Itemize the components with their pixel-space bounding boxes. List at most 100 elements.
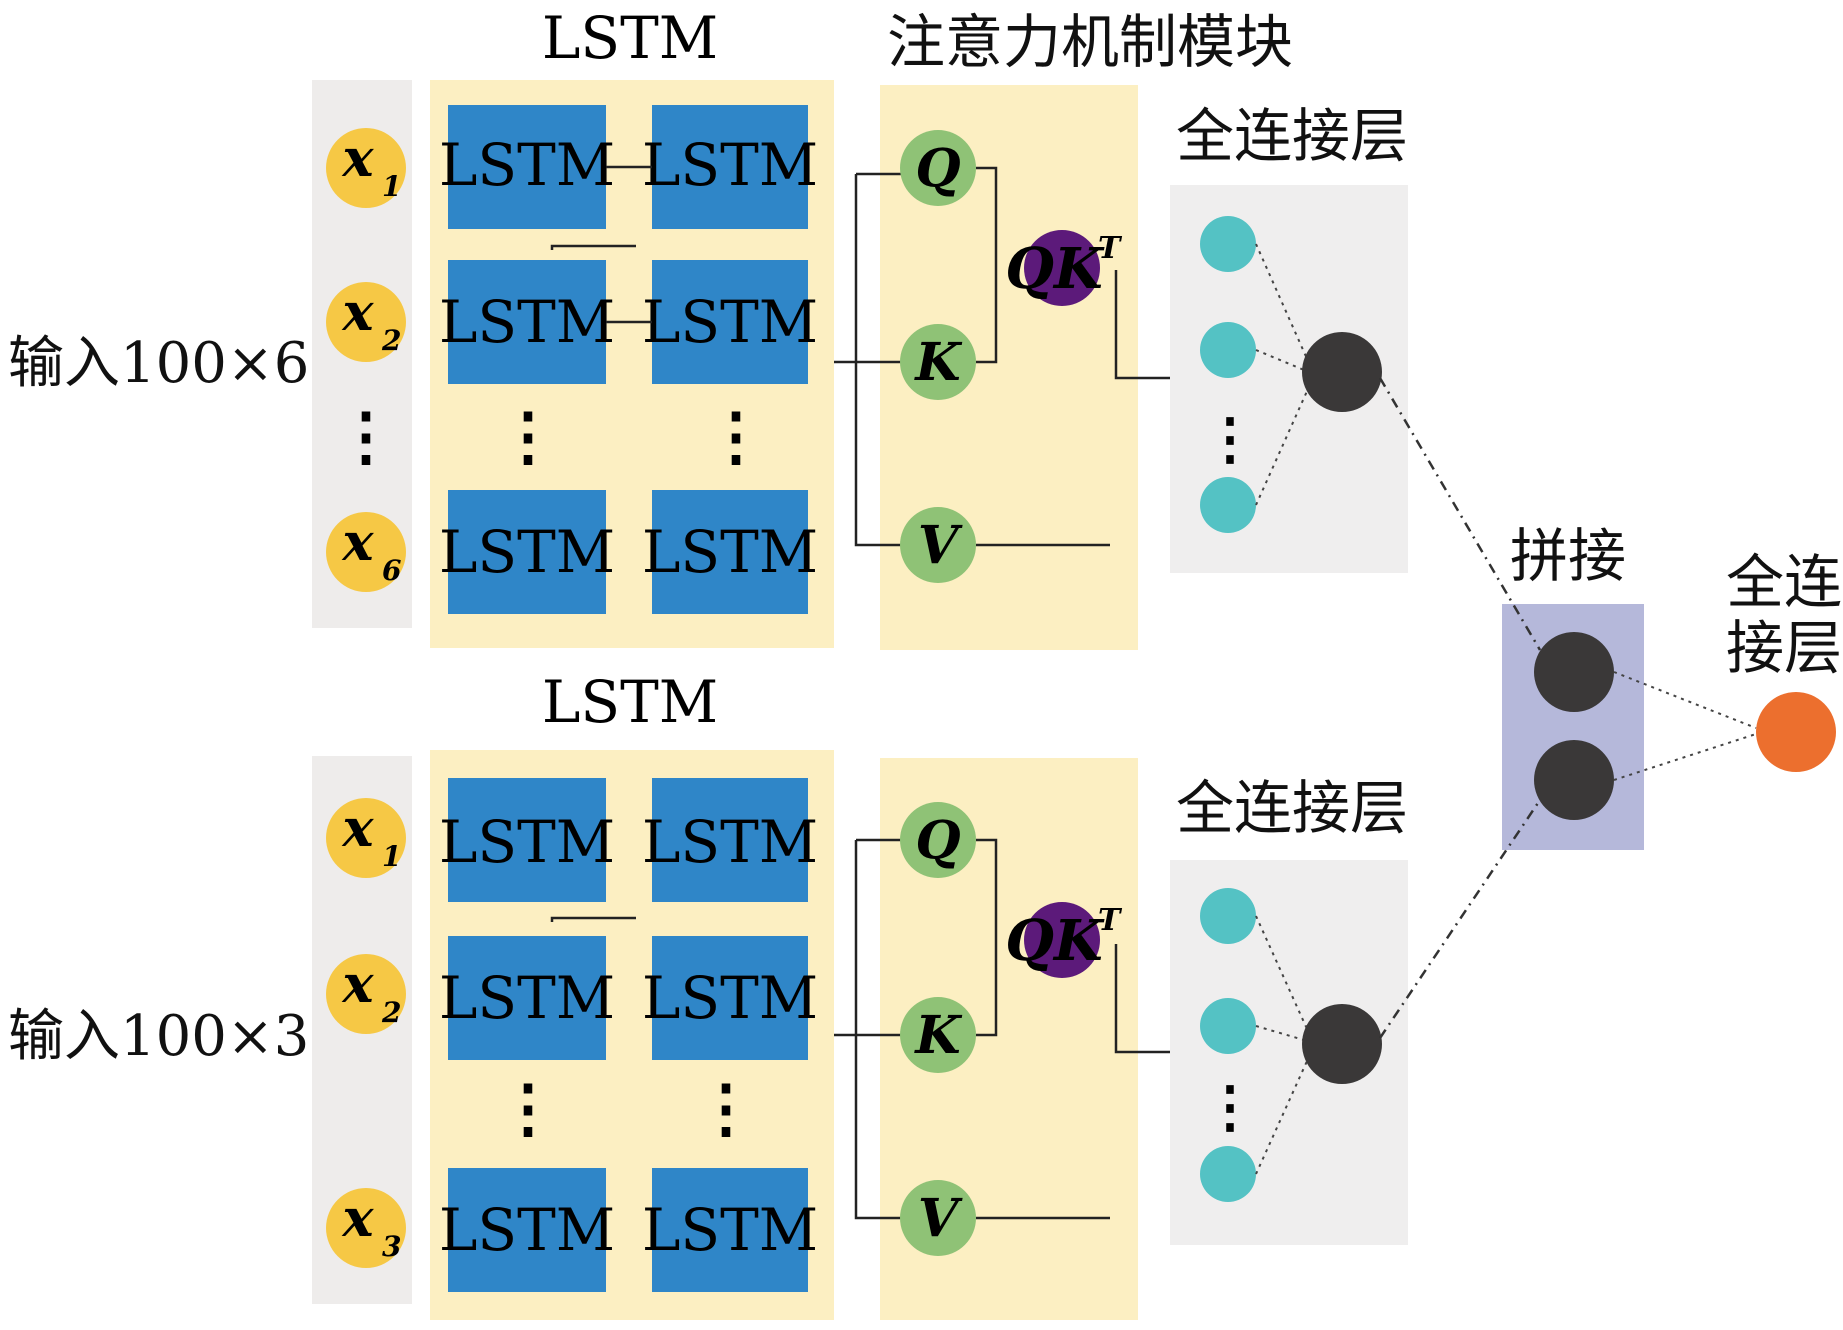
lstm-cell — [448, 778, 606, 902]
fc-edge — [1255, 1049, 1313, 1175]
lstm-title-bottom: LSTM — [542, 668, 718, 736]
input-node: x 2 — [326, 954, 406, 1034]
input-subscript: 2 — [381, 996, 401, 1029]
branch-top: x 1 x 2 ⋮ x 6 LSTM LSTM LSTM LSTM LSTM L… — [312, 80, 1408, 650]
lstm-cell-label: LSTM — [439, 808, 615, 876]
lstm-cell-label: LSTM — [439, 288, 615, 356]
qk-bracket — [976, 838, 998, 1037]
input-subscript: 2 — [381, 324, 401, 357]
v-label: V — [918, 1188, 963, 1249]
qk-node: QK T — [1005, 230, 1123, 306]
final-fc-label-line2: 接层 — [1726, 614, 1842, 682]
lstm-cell — [448, 105, 606, 229]
concat-label: 拼接 — [1510, 522, 1626, 590]
input-subscript: 1 — [382, 840, 401, 873]
k-label: K — [913, 332, 962, 393]
fc-node — [1200, 322, 1256, 378]
lstm-cell — [652, 1168, 808, 1292]
connector-line — [1114, 270, 1170, 380]
lstm-cell-label: LSTM — [439, 1196, 615, 1264]
concat-node — [1534, 632, 1614, 712]
fc-node — [1200, 477, 1256, 533]
k-label: K — [913, 1005, 962, 1066]
ellipsis-dots: ⋮ — [704, 399, 768, 474]
fc-node — [1200, 1146, 1256, 1202]
fc-output-node — [1302, 332, 1382, 412]
lstm-cell — [652, 778, 808, 902]
lstm-cell — [652, 260, 808, 384]
q-node: Q — [900, 130, 976, 206]
fc-label-top: 全连接层 — [1176, 102, 1408, 170]
branch-bottom: x 1 x 2 x 3 LSTM LSTM LSTM LSTM LSTM LST… — [312, 750, 1408, 1320]
attention-title: 注意力机制模块 — [887, 8, 1293, 76]
lstm-cell-label: LSTM — [642, 964, 818, 1032]
fc-output-node — [1302, 1004, 1382, 1084]
qk-bracket — [976, 166, 998, 364]
v-label: V — [918, 515, 963, 576]
concat-edge — [1378, 377, 1542, 651]
lstm-cell-label: LSTM — [642, 1196, 818, 1264]
input-label-top: 输入100×6 — [8, 331, 309, 396]
input-symbol: x — [341, 282, 374, 343]
v-node: V — [900, 507, 976, 583]
lstm-cell-label: LSTM — [642, 288, 818, 356]
input-label-bottom: 输入100×3 — [8, 1004, 309, 1069]
output-node — [1756, 692, 1836, 772]
lstm-cell-label: LSTM — [439, 964, 615, 1032]
input-symbol: x — [341, 798, 374, 859]
lstm-title-top: LSTM — [542, 4, 718, 72]
fc-edge — [1255, 379, 1313, 506]
fc-label-bottom: 全连接层 — [1176, 774, 1408, 842]
output-edge — [1613, 671, 1757, 729]
lstm-cell — [652, 936, 808, 1060]
input-node: x 1 — [326, 128, 406, 208]
lstm-cell-label: LSTM — [642, 131, 818, 199]
v-node: V — [900, 1180, 976, 1256]
fc-node — [1200, 888, 1256, 944]
q-label: Q — [915, 138, 960, 199]
input-symbol: x — [341, 128, 374, 189]
input-subscript: 1 — [382, 170, 401, 203]
ellipsis-dots: ⋮ — [334, 399, 398, 474]
fc-node — [1200, 998, 1256, 1054]
qk-node: QK T — [1005, 902, 1123, 978]
fc-edge — [1255, 243, 1313, 371]
input-node: x 1 — [326, 798, 406, 878]
fc-edge — [1255, 915, 1313, 1041]
output-edge — [1613, 733, 1757, 781]
qkv-bracket — [854, 174, 912, 547]
lstm-cell — [448, 260, 606, 384]
lstm-cell — [448, 490, 606, 614]
input-symbol: x — [341, 954, 374, 1015]
k-node: K — [900, 997, 976, 1073]
input-node: x 3 — [326, 1188, 406, 1268]
qk-superscript: T — [1098, 903, 1123, 938]
connector-line — [550, 244, 636, 250]
connector-line — [1114, 944, 1170, 1054]
ellipsis-dots: ⋮ — [496, 399, 560, 474]
qkv-bracket — [854, 840, 912, 1220]
lstm-cell — [652, 490, 808, 614]
qk-label: QK — [1005, 236, 1105, 302]
ellipsis-dots: ⋮ — [1202, 1074, 1258, 1140]
lstm-cell — [448, 1168, 606, 1292]
fc-node — [1200, 216, 1256, 272]
concat-node — [1534, 740, 1614, 820]
lstm-cell-label: LSTM — [642, 518, 818, 586]
ellipsis-dots: ⋮ — [694, 1071, 758, 1146]
k-node: K — [900, 324, 976, 400]
fc-edge — [1255, 1025, 1305, 1041]
input-subscript: 6 — [382, 554, 401, 587]
lstm-cell — [652, 105, 808, 229]
lstm-cell-label: LSTM — [439, 131, 615, 199]
lstm-cell — [448, 936, 606, 1060]
input-subscript: 3 — [382, 1230, 401, 1263]
input-symbol: x — [341, 1188, 374, 1249]
ellipsis-dots: ⋮ — [1202, 406, 1258, 472]
lstm-cell-label: LSTM — [642, 808, 818, 876]
input-symbol: x — [341, 512, 374, 573]
ellipsis-dots: ⋮ — [496, 1071, 560, 1146]
qk-superscript: T — [1098, 231, 1123, 266]
qk-label: QK — [1005, 908, 1105, 974]
